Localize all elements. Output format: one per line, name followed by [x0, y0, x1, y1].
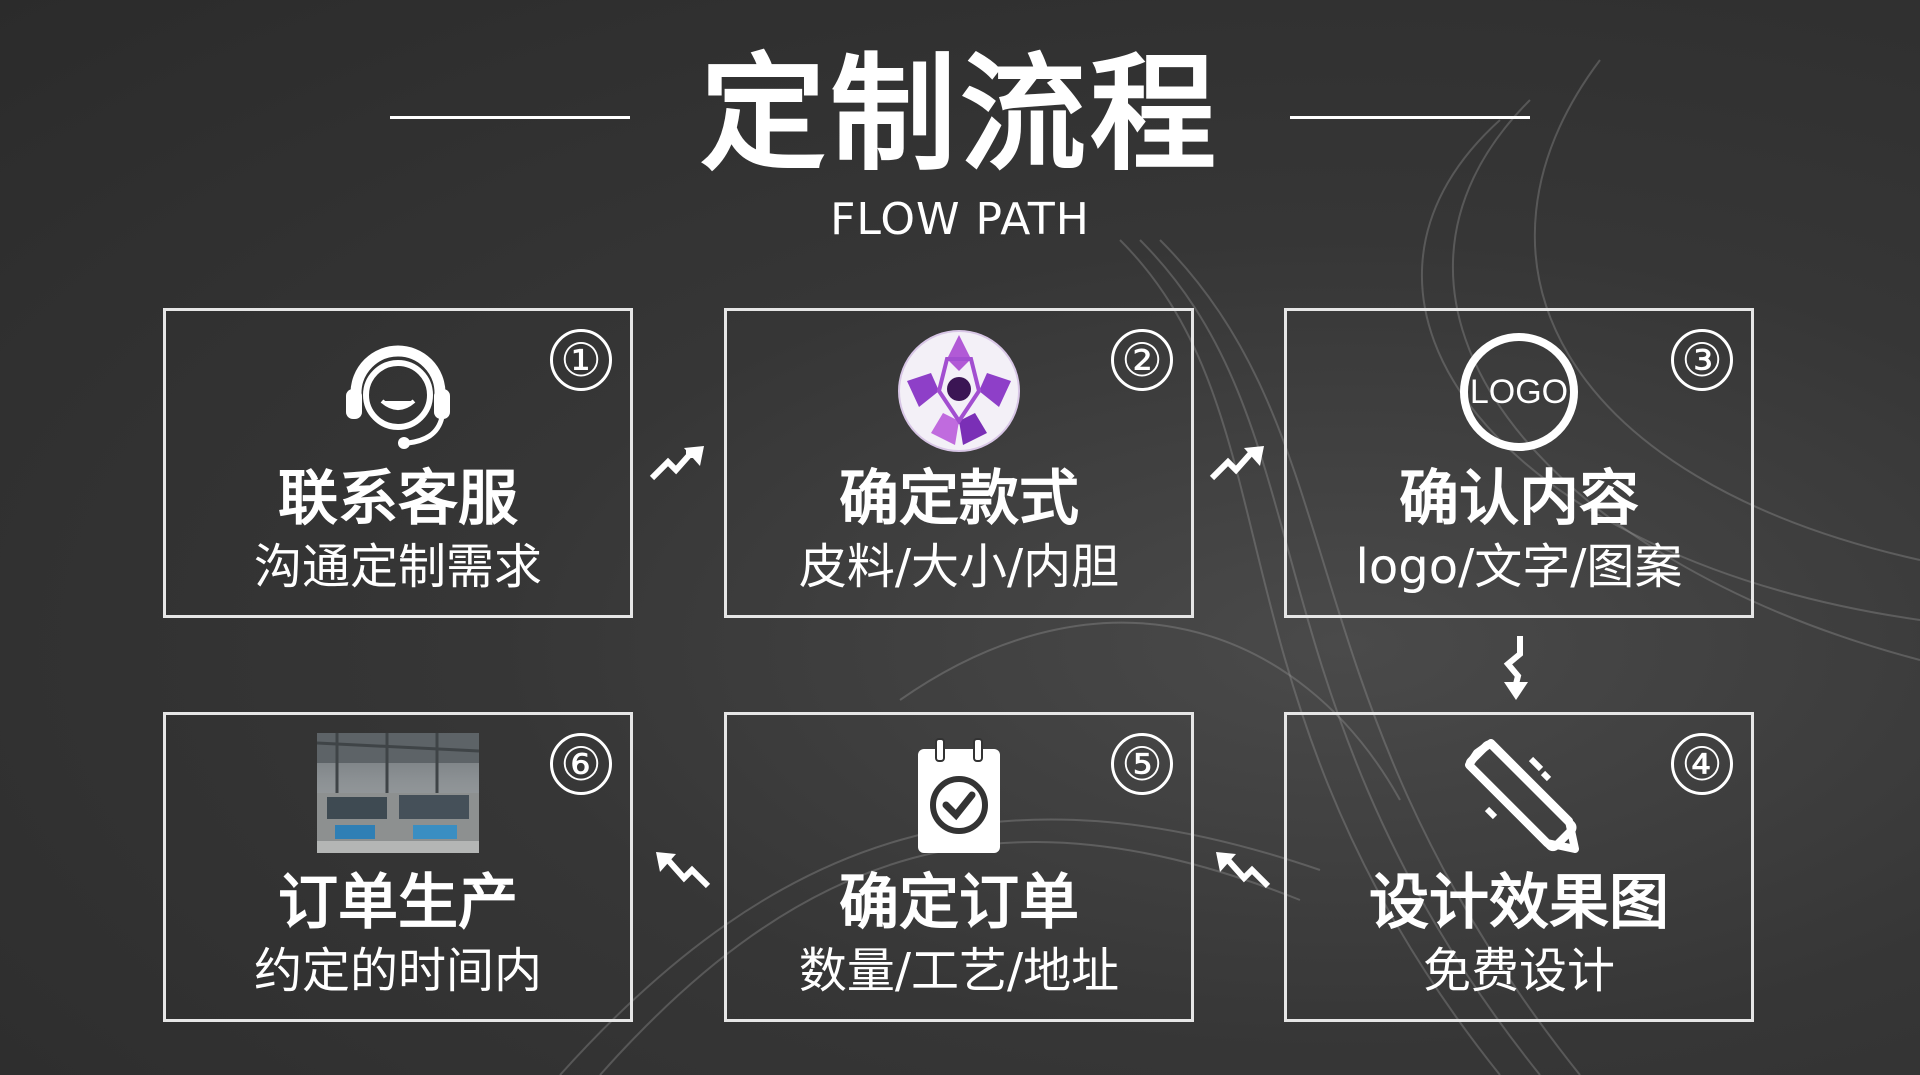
step-title: 设计效果图 [1369, 868, 1669, 938]
customer-service-headset-icon [338, 331, 458, 455]
step-card-6: ⑥ 订单生产 约定的时间内 [163, 712, 633, 1022]
flow-arrow-2-to-3 [1209, 446, 1264, 481]
step-number-badge: ② [1111, 329, 1173, 391]
step-card-2: ② 确定款式 皮料/大小/内胆 [724, 308, 1194, 618]
step-description: 约定的时间内 [253, 943, 542, 999]
title-right-rule [1290, 116, 1530, 119]
title-left-rule [390, 116, 630, 119]
flow-arrow-4-to-5 [1216, 852, 1271, 889]
step-title: 确认内容 [1399, 464, 1639, 534]
step-description: 皮料/大小/内胆 [798, 539, 1120, 595]
step-card-1: ① 联系客服 沟通定制需求 [163, 308, 633, 618]
step-number-badge: ③ [1671, 329, 1733, 391]
page-title: 定制流程 [700, 41, 1220, 188]
step-title: 确定款式 [839, 464, 1079, 534]
page-subtitle: FLOW PATH [830, 194, 1090, 245]
factory-photo-icon [317, 733, 479, 853]
step-card-4: ④ 设计效果图 免费设计 [1284, 712, 1754, 1022]
step-description: logo/文字/图案 [1355, 539, 1683, 595]
step-description: 数量/工艺/地址 [798, 943, 1120, 999]
step-title: 订单生产 [278, 868, 518, 938]
logo-badge-icon: LOGO [1460, 333, 1578, 451]
logo-badge-text: LOGO [1460, 333, 1578, 451]
clipboard-check-icon [914, 735, 1004, 861]
step-number-badge: ⑥ [550, 733, 612, 795]
step-title: 确定订单 [839, 868, 1079, 938]
step-description: 沟通定制需求 [253, 539, 542, 595]
pencil-ruler-icon [1457, 733, 1581, 861]
step-title: 联系客服 [278, 464, 518, 534]
flow-arrow-3-to-4 [1503, 636, 1528, 700]
step-number-badge: ① [550, 329, 612, 391]
flow-arrow-1-to-2 [649, 446, 704, 481]
football-icon [897, 329, 1021, 457]
step-number-badge: ⑤ [1111, 733, 1173, 795]
step-card-3: ③ LOGO 确认内容 logo/文字/图案 [1284, 308, 1754, 618]
step-card-5: ⑤ 确定订单 数量/工艺/地址 [724, 712, 1194, 1022]
step-number-badge: ④ [1671, 733, 1733, 795]
flow-arrow-5-to-6 [656, 852, 711, 889]
step-description: 免费设计 [1422, 943, 1615, 999]
